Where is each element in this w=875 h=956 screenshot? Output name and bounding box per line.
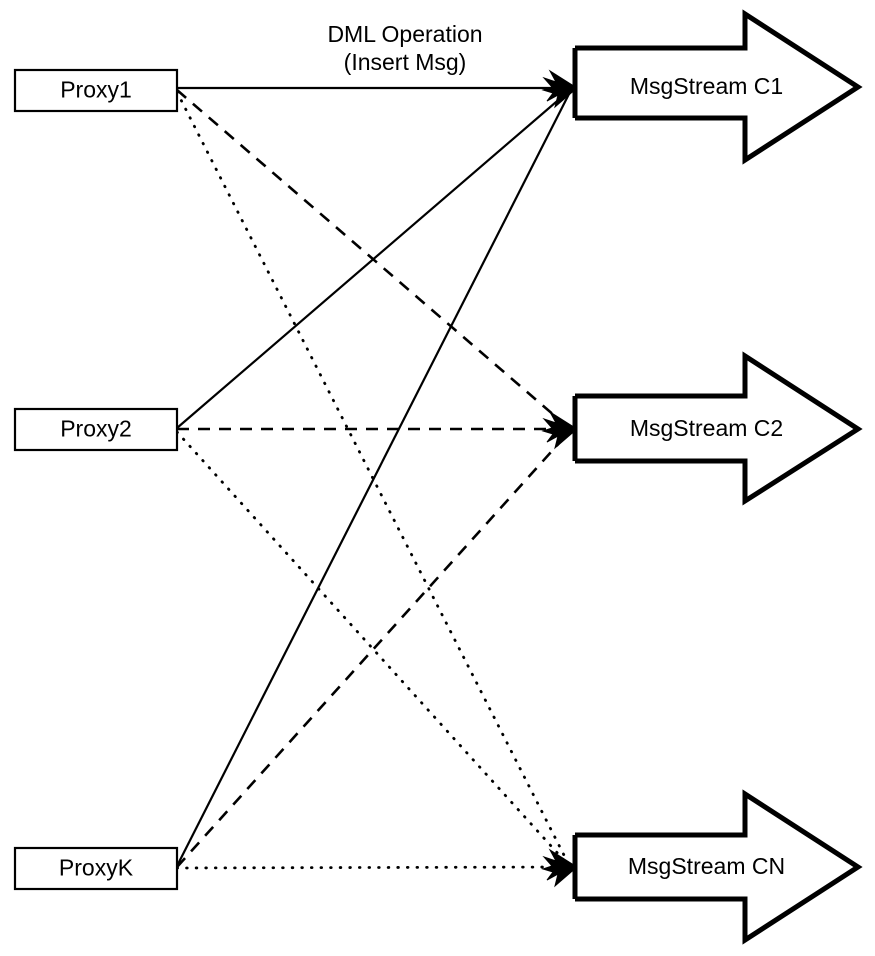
proxy-box-proxy2[interactable]: [13, 407, 179, 452]
edges-layer: [175, 86, 572, 870]
arrowheads-layer: [541, 69, 578, 888]
edge-proxyk-to-c1: [176, 91, 571, 867]
proxy-node-proxy1[interactable]: Proxy1: [13, 68, 179, 113]
msgstream-arrow-shape-c2[interactable]: [575, 351, 863, 506]
dml-operation-label: DML Operation (Insert Msg): [327, 21, 482, 75]
proxy-box-proxyk[interactable]: [13, 846, 179, 891]
proxy-label-proxy2: Proxy2: [60, 416, 132, 442]
proxy-node-proxy2[interactable]: Proxy2: [13, 407, 179, 452]
proxy-node-proxyk[interactable]: ProxyK: [13, 846, 179, 891]
edge-proxy2-to-c1: [176, 89, 571, 429]
proxy-box-proxy1[interactable]: [13, 68, 179, 113]
dml-operation-label-line2: (Insert Msg): [344, 49, 467, 75]
msgstream-arrow-shape-cn[interactable]: [575, 789, 863, 945]
edge-proxy2-to-cn: [175, 430, 572, 869]
edge-proxyk-to-c2: [176, 430, 571, 868]
arrowhead-cn: [541, 848, 578, 888]
arrowhead-c2: [541, 410, 578, 450]
msgstream-node-cn[interactable]: MsgStream CN: [572, 789, 863, 945]
msgstream-label-cn: MsgStream CN: [628, 853, 785, 879]
edge-proxy1-to-cn: [175, 90, 572, 869]
msgstream-label-c1: MsgStream C1: [630, 73, 783, 99]
proxy-label-proxy1: Proxy1: [60, 77, 132, 103]
msgstream-node-c2[interactable]: MsgStream C2: [572, 351, 863, 506]
dml-operation-label-line1: DML Operation: [327, 21, 482, 47]
msgstream-node-c1[interactable]: MsgStream C1: [572, 9, 863, 165]
streams-layer: MsgStream C1 MsgStream C2 MsgStream CN: [572, 9, 863, 945]
arrowhead-c1: [541, 69, 578, 109]
msgstream-arrow-shape-c1[interactable]: [575, 9, 863, 165]
msgstream-label-c2: MsgStream C2: [630, 415, 783, 441]
proxy-label-proxyk: ProxyK: [59, 855, 134, 881]
edge-proxyk-to-cn: [175, 865, 572, 870]
